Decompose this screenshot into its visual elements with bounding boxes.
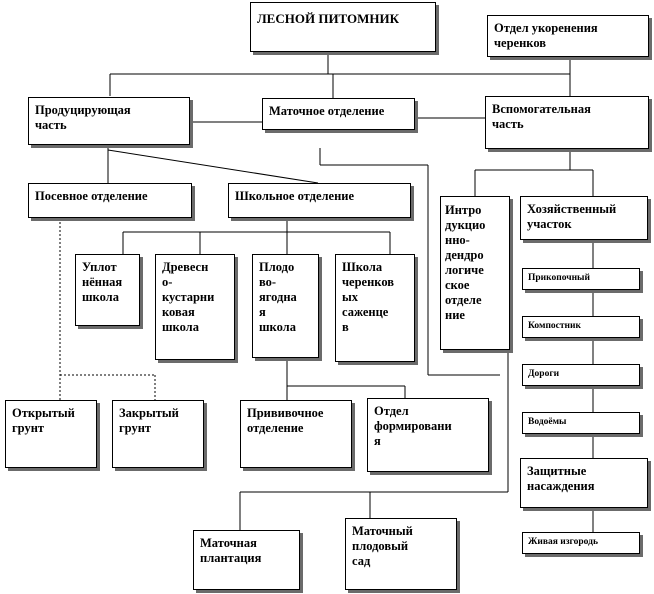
node-introduction: Интро дукцио нно- дендро логиче ское отд… (440, 196, 510, 350)
node-producing: Продуцирующая часть (28, 97, 190, 145)
node-mother-dept: Маточное отделение (262, 98, 415, 130)
node-rooting-dept: Отдел укоренения черенков (487, 15, 649, 57)
node-cutting-school: Школа черенков ых саженце в (335, 254, 415, 362)
node-open-ground: Открытый грунт (5, 400, 97, 468)
node-mother-plantation: Маточная плантация (193, 530, 300, 590)
node-compact-school: Уплот нённая школа (75, 254, 140, 326)
node-rakes: Прикопочный (522, 268, 640, 290)
node-protective: Защитные насаждения (520, 458, 648, 508)
node-auxiliary: Вспомогательная часть (485, 96, 649, 149)
node-compost: Компостник (522, 316, 640, 338)
node-grafting-dept: Прививочное отделение (240, 400, 352, 468)
node-ponds: Водоёмы (522, 412, 640, 434)
node-household: Хозяйственный участок (520, 196, 648, 240)
node-mother-fruit-garden: Маточный плодовый сад (345, 518, 457, 590)
node-formation-dept: Отдел формировани я (367, 398, 489, 472)
node-hedge: Живая изгородь (522, 532, 640, 554)
connector-line (107, 149, 319, 184)
node-closed-ground: Закрытый грунт (112, 400, 204, 468)
node-tree-shrub-school: Древесн о- кустарни ковая школа (155, 254, 235, 360)
node-sowing-dept: Посевное отделение (28, 183, 192, 218)
node-school-dept: Школьное отделение (228, 183, 411, 218)
node-fruit-berry-school: Плодо во- ягодна я школа (252, 254, 319, 358)
node-nursery: ЛЕСНОЙ ПИТОМНИК (250, 2, 436, 52)
node-roads: Дороги (522, 364, 640, 386)
